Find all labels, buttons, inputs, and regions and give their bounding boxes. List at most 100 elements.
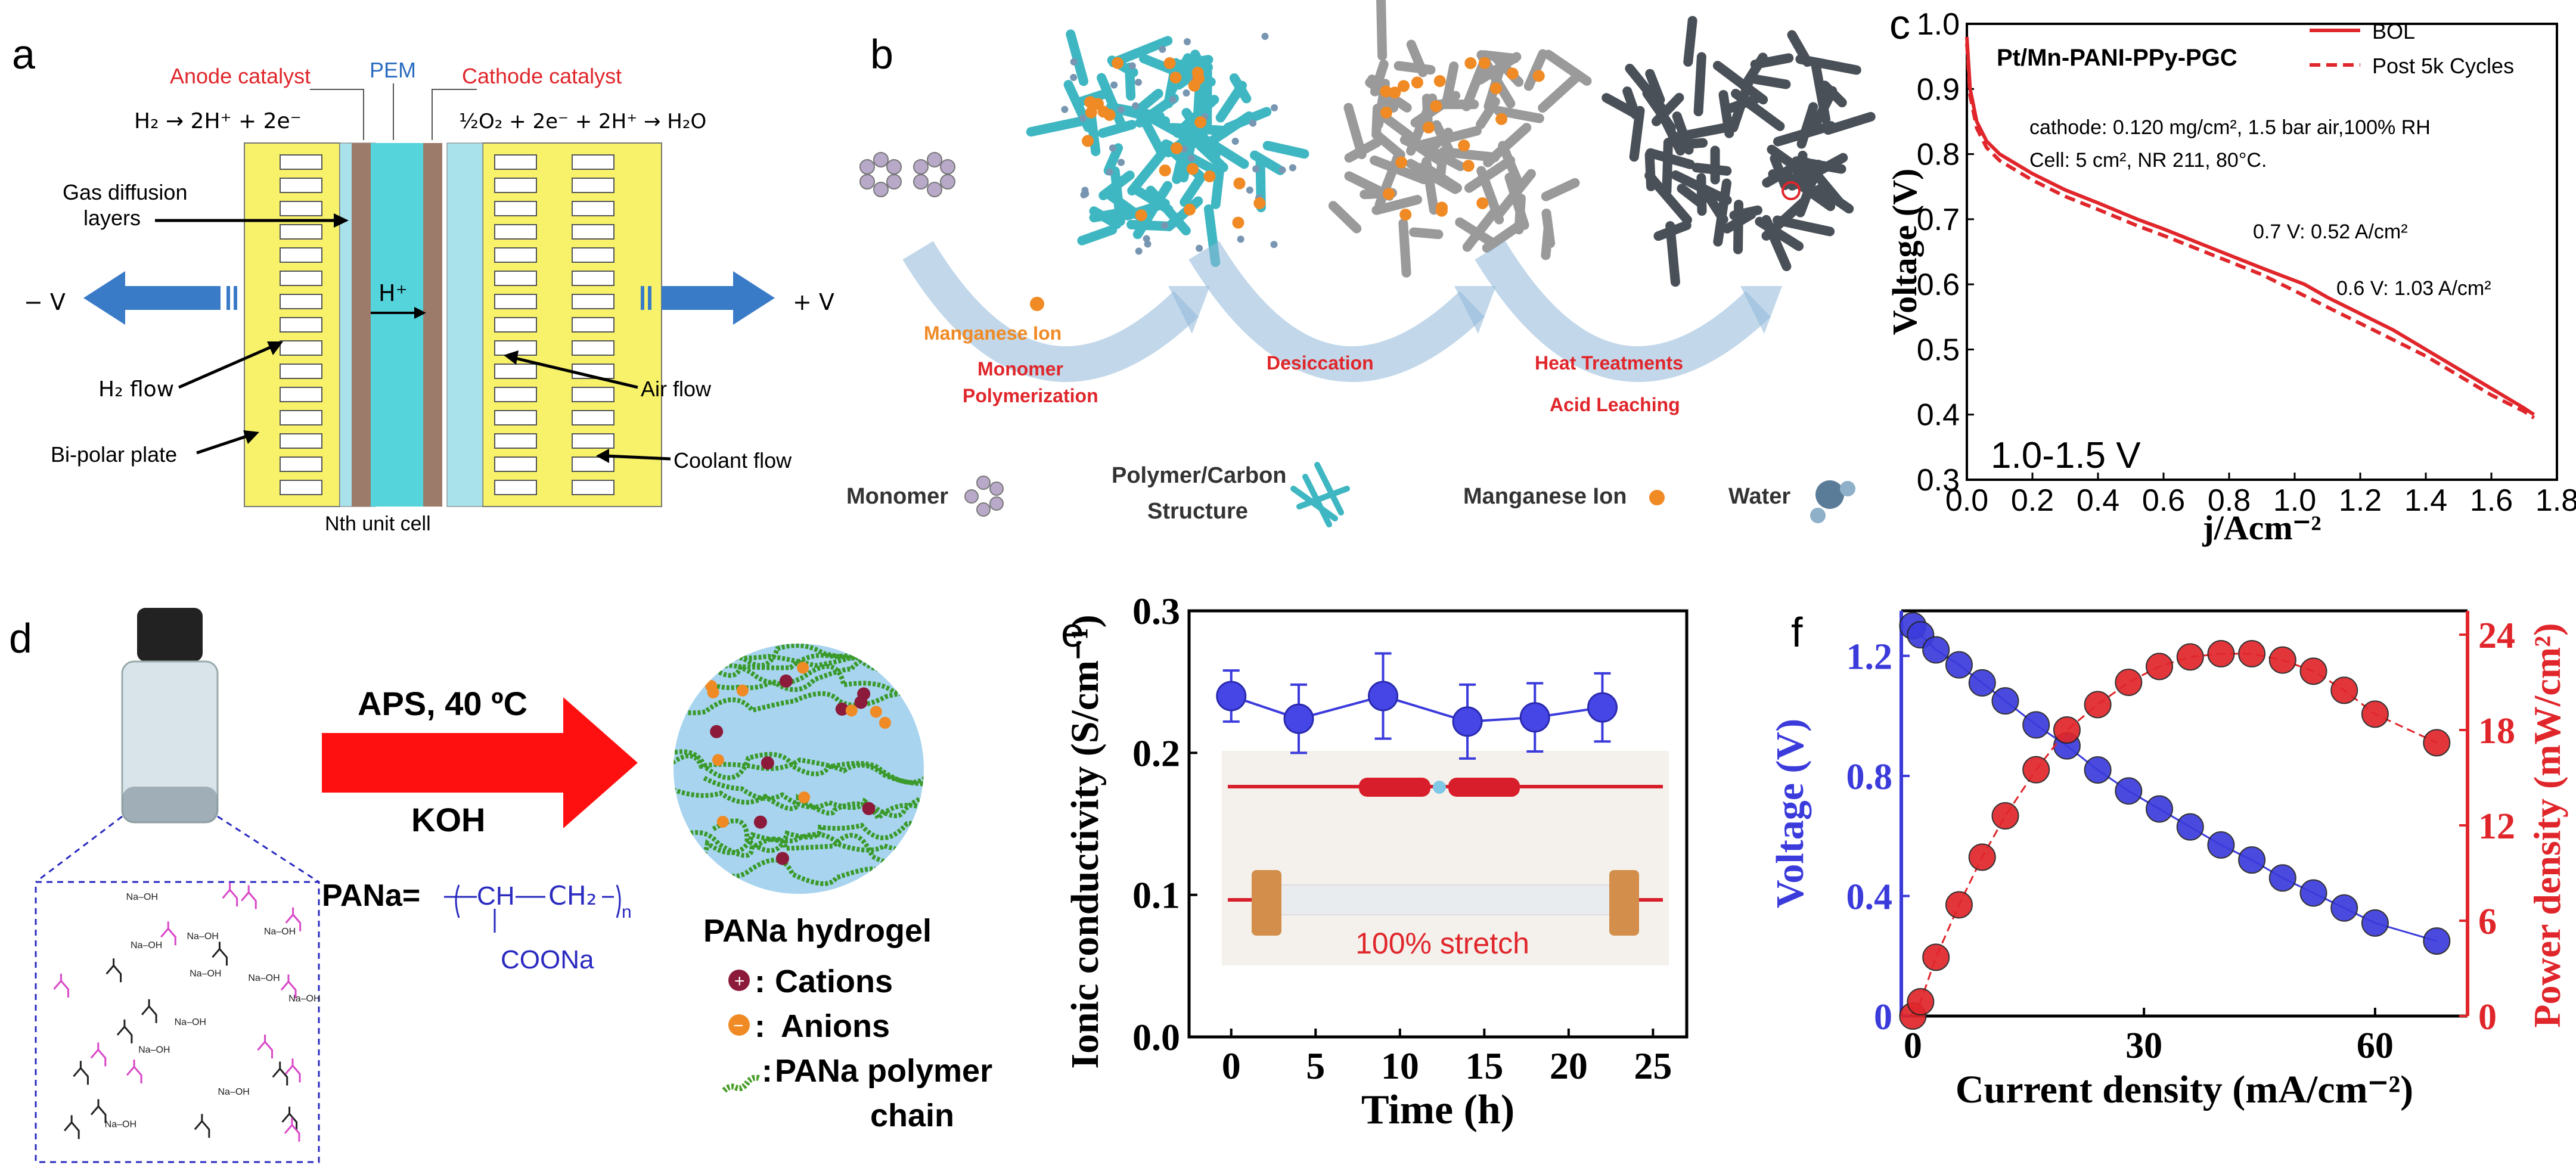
reaction-arrow (322, 697, 638, 828)
right-electron-arrow (662, 271, 775, 325)
chart-c-ytick: 0.9 (1917, 72, 1960, 107)
cathode-gdl (446, 142, 483, 507)
chart-c-xtick: 0.0 (1945, 483, 1988, 518)
svg-text:Na–OH: Na–OH (105, 1119, 136, 1129)
pana-eq-label: PANa= (322, 878, 420, 913)
legend-polymer-1: Polymer/Carbon (1112, 463, 1287, 488)
legend-monomer: Monomer (846, 484, 948, 509)
pana-n: n (622, 902, 632, 922)
svg-text:Na–OH: Na–OH (288, 994, 320, 1004)
chart-f-point (2115, 777, 2143, 805)
chart-c-xtick: 0.2 (2011, 483, 2054, 518)
chart-c-note2: Cell: 5 cm², NR 211, 80°C. (2029, 149, 2267, 172)
chart-c-ytick: 0.7 (1917, 203, 1960, 237)
chart-c-xtick: 1.6 (2470, 483, 2513, 518)
chart-c-ytick: 0.6 (1917, 268, 1960, 302)
chart-f-point (2176, 813, 2204, 841)
chart-e-xtick: 25 (1634, 1045, 1672, 1087)
koh-label: KOH (411, 801, 485, 838)
chart-f-point (2268, 646, 2296, 674)
panel-label-f: f (1791, 609, 1803, 656)
chart-e-point (1587, 692, 1618, 723)
hydrogel-label: PANa hydrogel (703, 913, 932, 949)
chart-e-xtick: 15 (1465, 1045, 1503, 1087)
chart-f-point (2361, 700, 2389, 728)
chart-e-xtick: 20 (1550, 1045, 1588, 1087)
chart-f-point (1991, 802, 2019, 830)
chart-f-point (2268, 864, 2296, 892)
chart-c-ann2: 0.6 V: 1.03 A/cm² (2336, 277, 2491, 300)
chart-f-ytick: 0 (1874, 997, 1892, 1038)
anode-reaction: H₂ → 2H⁺ + 2e⁻ (134, 109, 302, 133)
chart-c-xtick: 1.0 (2273, 483, 2316, 518)
step-desiccation: Desiccation (1267, 352, 1374, 374)
chart-f-point (2145, 653, 2173, 681)
chart-f-point (2022, 756, 2050, 784)
panel-b: b Manganese Ion Monomer Polymerization D… (846, 0, 1876, 527)
svg-text:Na–OH: Na–OH (218, 1087, 250, 1097)
chart-f-point (2238, 640, 2266, 667)
chart-c-frame (1966, 23, 2558, 481)
chart-f-xlabel: Current density (mA/cm⁻²) (1956, 1068, 2413, 1111)
chart-f-y2label: Power density (mW/cm²) (2526, 623, 2568, 1027)
svg-text:Na–OH: Na–OH (187, 931, 219, 942)
chart-c-xtick: 0.4 (2077, 483, 2119, 518)
panel-label-e: e (1061, 609, 1084, 656)
chart-c-ytick: 0.8 (1917, 138, 1960, 172)
chart-f-point (2207, 640, 2235, 667)
chart-f-xtick: 0 (1904, 1026, 1922, 1066)
chart-f-point (1945, 651, 1973, 679)
cathode-reaction: ½O₂ + 2e⁻ + 2H⁺ → H₂O (459, 110, 706, 133)
chart-f-point (1968, 669, 1996, 697)
h-plus-label: H⁺ (378, 280, 408, 306)
chart-f-ytick: 0.8 (1846, 757, 1893, 797)
chart-c-xtick: 1.2 (2339, 483, 2382, 518)
svg-text:+: + (734, 971, 745, 991)
chart-f-point (2176, 643, 2204, 671)
manganese-ion-dot (1030, 297, 1044, 311)
chart-e-xlabel: Time (h) (1361, 1087, 1514, 1133)
chart-c-legend-entry: BOL (2372, 19, 2415, 44)
chart-e-point (1368, 681, 1399, 712)
step-manganese-ion: Manganese Ion (924, 322, 1062, 344)
vial-cap (137, 608, 203, 661)
chart-e-point (1216, 681, 1247, 712)
svg-text:Na–OH: Na–OH (248, 973, 280, 983)
anions-label: Anions (781, 1008, 890, 1044)
chart-e-point (1452, 706, 1483, 737)
chart-e-ytick: 0.2 (1132, 732, 1180, 774)
pem-layer (371, 143, 423, 507)
chart-e-ytick: 0.0 (1132, 1016, 1180, 1058)
svg-text::: : (755, 964, 765, 999)
chart-f-y2tick: 6 (2478, 902, 2497, 942)
legend-water: Water (1728, 484, 1790, 509)
svg-text::: : (755, 1008, 765, 1044)
chart-f-ytick: 0.4 (1846, 877, 1893, 918)
chart-e-point (1283, 703, 1314, 734)
chart-c-ytick: 0.3 (1917, 463, 1960, 498)
chart-f-ytick: 1.2 (1846, 637, 1893, 678)
cathode-catalyst-layer (423, 143, 442, 507)
panel-label-d: d (9, 615, 32, 661)
chart-c-series-line (1965, 36, 2535, 417)
gas-diffusion-label: Gas diffusion (63, 180, 187, 204)
svg-text:−: − (733, 1016, 744, 1036)
left-electron-arrow (83, 271, 221, 325)
chart-e-xtick: 0 (1222, 1045, 1241, 1087)
chart-c-ann1: 0.7 V: 0.52 A/cm² (2253, 220, 2408, 243)
chart-f-y2tick: 12 (2478, 806, 2515, 847)
water-icon (1815, 480, 1844, 509)
svg-text:Na–OH: Na–OH (138, 1045, 170, 1055)
chart-e-frame (1187, 609, 1689, 1039)
chart-f-point (1922, 636, 1950, 664)
chart-f-point (1968, 843, 1996, 871)
chart-c-series-line (1965, 43, 2535, 420)
chart-c-xlabel: j/Acm⁻² (2202, 508, 2321, 547)
chart-e-ylabel: Ionic conductivity (S/cm⁻¹) (1063, 614, 1107, 1069)
chart-f-point (2238, 846, 2266, 874)
legend-manganese: Manganese Ion (1463, 484, 1627, 509)
pana-ch: CH (477, 881, 515, 911)
panel-label-c: c (1889, 1, 1910, 48)
